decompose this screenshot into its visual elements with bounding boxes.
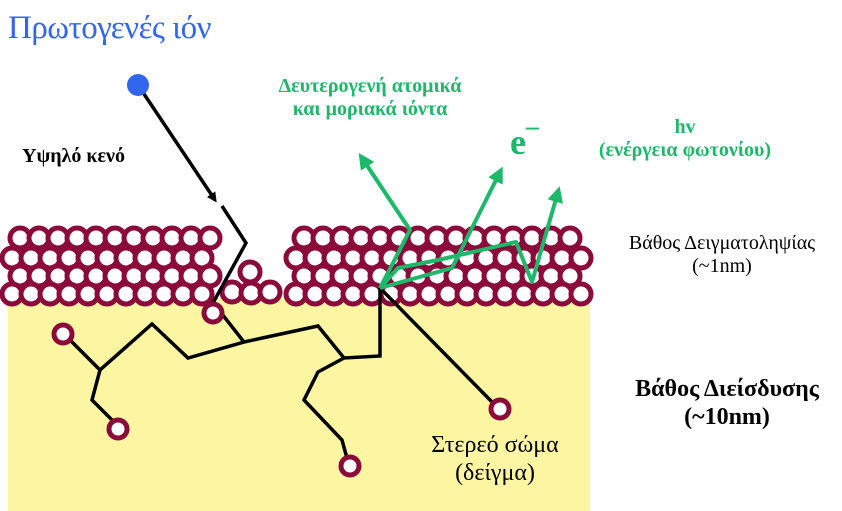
surface-atom	[260, 282, 280, 302]
electron-symbol: e	[510, 122, 526, 162]
displaced-atom	[341, 457, 359, 475]
primary-ion	[127, 74, 149, 96]
electron-label: e–	[510, 118, 539, 163]
surface-atom	[560, 228, 580, 248]
photon-label: hv (ενέργεια φωτονίου)	[585, 116, 785, 162]
secondary-ions-line2: και μοριακά ιόντα	[250, 98, 490, 121]
primary-ion-path	[138, 85, 215, 200]
surface-atom	[571, 284, 591, 304]
sampling-depth-label: Βάθος Δειγματοληψίας (~1nm)	[612, 232, 832, 278]
solid-sample-label: Στερεό σώμα (δείγμα)	[410, 432, 580, 487]
primary-ion-title: Πρωτογενές ιόν	[8, 10, 211, 48]
displaced-atom	[491, 400, 509, 418]
surface-atom-layers	[2, 228, 591, 304]
surface-atom	[240, 262, 260, 282]
penetration-depth-value: (~10nm)	[622, 404, 832, 432]
solid-sample-name: Στερεό σώμα	[410, 432, 580, 460]
photon-energy: (ενέργεια φωτονίου)	[585, 139, 785, 162]
sampling-depth-value: (~1nm)	[612, 255, 832, 278]
surface-atom	[192, 284, 212, 304]
secondary-ions-line1: Δευτερογενή ατομικά	[250, 75, 490, 98]
high-vacuum-label: Υψηλό κενό	[22, 145, 125, 168]
penetration-depth-label: Βάθος Διείσδυσης (~10nm)	[622, 376, 832, 431]
sampling-depth-name: Βάθος Δειγματοληψίας	[612, 232, 832, 255]
solid-sample-note: (δείγμα)	[410, 460, 580, 488]
displaced-atom	[54, 325, 72, 343]
penetration-depth-name: Βάθος Διείσδυσης	[622, 376, 832, 404]
secondary-ions-label: Δευτερογενή ατομικά και μοριακά ιόντα	[250, 75, 490, 121]
displaced-atom	[109, 420, 127, 438]
electron-charge: –	[526, 112, 539, 141]
photon-symbol: hv	[585, 116, 785, 139]
surface-atom	[200, 228, 220, 248]
displaced-atom	[204, 304, 222, 322]
